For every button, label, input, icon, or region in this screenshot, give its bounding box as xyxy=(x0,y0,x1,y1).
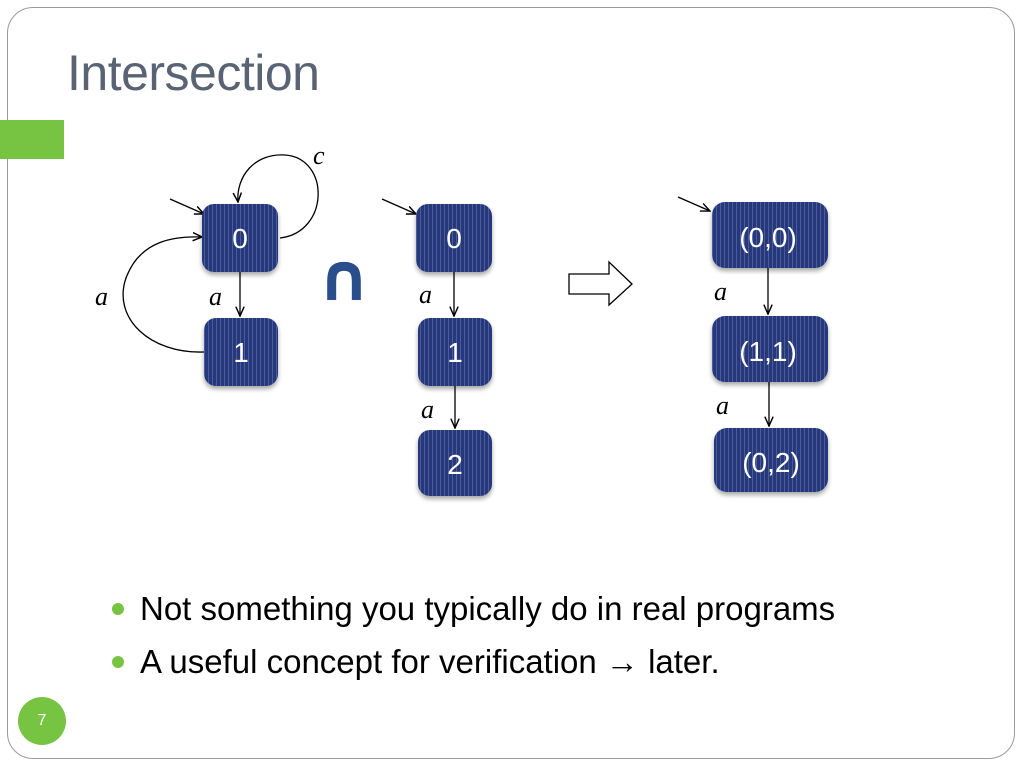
intersection-symbol: ∩ xyxy=(317,239,371,316)
start-arrow xyxy=(381,198,416,214)
page-number: 7 xyxy=(37,712,47,729)
edge-label-c: c xyxy=(313,141,325,170)
state-node: 1 xyxy=(418,318,492,386)
state-node: (0,2) xyxy=(714,428,828,492)
bullet-dot-icon xyxy=(112,603,124,615)
state-node: 0 xyxy=(202,204,278,272)
page-number-badge: 7 xyxy=(18,697,66,745)
svg-text:(1,1): (1,1) xyxy=(739,336,797,367)
left-automaton: c a a 0 1 xyxy=(95,141,325,386)
slide-frame xyxy=(7,7,1015,759)
svg-text:2: 2 xyxy=(447,449,463,480)
start-arrow xyxy=(677,196,710,211)
edge-label-a: a xyxy=(716,391,729,420)
edge-label-a-back: a xyxy=(95,282,108,311)
edge-1-to-0 xyxy=(122,237,205,353)
bullet-list: Not something you typically do in real p… xyxy=(112,582,835,688)
svg-text:(0,2): (0,2) xyxy=(742,447,800,478)
edge-label-a: a xyxy=(421,395,434,424)
bullet-text: Not something you typically do in real p… xyxy=(140,590,836,627)
svg-text:0: 0 xyxy=(232,223,248,254)
state-node: 0 xyxy=(416,204,492,272)
slide-title: Intersection xyxy=(67,45,320,101)
state-node: 2 xyxy=(418,430,492,496)
self-loop-c xyxy=(238,154,319,239)
bullet-dot-icon xyxy=(112,656,124,668)
edge-label-a: a xyxy=(419,280,432,309)
start-arrow xyxy=(169,198,204,214)
svg-text:1: 1 xyxy=(233,337,249,368)
state-node: (1,1) xyxy=(712,316,828,382)
bullet-item: Not something you typically do in real p… xyxy=(112,582,835,635)
state-node: 1 xyxy=(204,318,278,386)
svg-text:(0,0): (0,0) xyxy=(739,222,797,253)
state-node: (0,0) xyxy=(712,202,828,268)
svg-text:1: 1 xyxy=(447,337,463,368)
accent-bar xyxy=(0,120,64,159)
middle-automaton: a a 0 1 2 xyxy=(381,198,492,496)
result-automaton: a a (0,0) (1,1) (0,2) xyxy=(677,196,828,492)
edge-label-a-down: a xyxy=(209,282,222,311)
edge-label-a: a xyxy=(714,277,727,306)
bullet-item: A useful concept for verification → late… xyxy=(112,635,835,688)
svg-text:0: 0 xyxy=(446,223,462,254)
bullet-text: A useful concept for verification → late… xyxy=(140,643,720,680)
implies-arrow-icon xyxy=(568,260,633,307)
